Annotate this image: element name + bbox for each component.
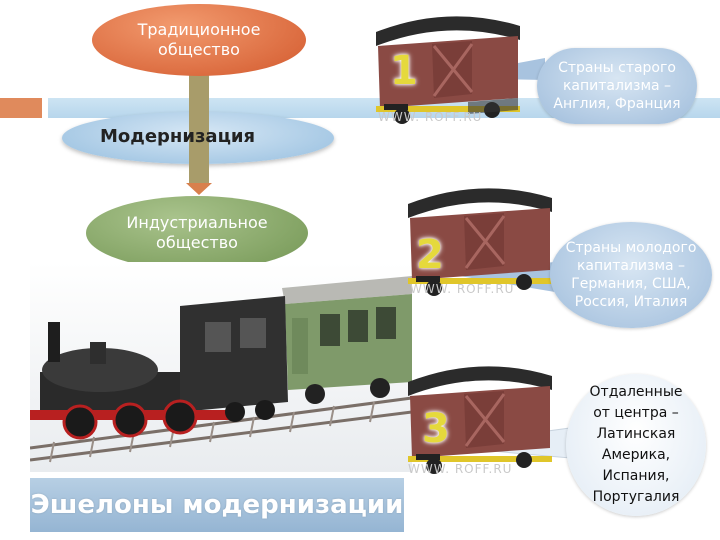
wagon-3: 3 WWW. ROFF.RU (404, 356, 556, 476)
wagon-3-watermark: WWW. ROFF.RU (408, 462, 513, 476)
steam-locomotive (30, 296, 288, 440)
modernization-label: Модернизация (100, 126, 256, 147)
callout-old-capitalism: Страны старого капитализма – Англия, Фра… (537, 48, 697, 124)
wagon-1-watermark: WWW. ROFF.RU (378, 110, 483, 124)
wagon-3-number: 3 (422, 406, 450, 452)
arrow-down-icon (186, 183, 212, 195)
wagon-2-icon (408, 188, 552, 296)
callout-periphery-text: Отдаленные от центра – Латинская Америка… (589, 384, 683, 505)
wagon-1-number: 1 (390, 48, 418, 94)
callout-periphery: Отдаленные от центра – Латинская Америка… (566, 374, 706, 516)
callout-young-capitalism: Страны молодого капитализма – Германия, … (550, 222, 712, 328)
echelons-title: Эшелоны модернизации (30, 478, 404, 532)
callout-old-capitalism-text: Страны старого капитализма – Англия, Фра… (553, 60, 681, 112)
accent-bar-orange (0, 98, 42, 118)
callout-young-capitalism-text: Страны молодого капитализма – Германия, … (565, 240, 697, 310)
traditional-society-label: Традиционное общество (137, 20, 261, 59)
wagon-2-watermark: WWW. ROFF.RU (410, 282, 515, 296)
train-illustration (30, 262, 412, 472)
arrow-shaft (189, 74, 209, 186)
industrial-society-ellipse: Индустриальное общество (86, 196, 308, 270)
wagon-2: 2 WWW. ROFF.RU (404, 178, 556, 296)
wagon-1: 1 WWW. ROFF.RU (372, 6, 524, 124)
wagon-3-icon (408, 366, 552, 474)
traditional-society-ellipse: Традиционное общество (92, 4, 306, 76)
wagon-2-number: 2 (416, 232, 444, 278)
industrial-society-label: Индустриальное общество (126, 213, 268, 252)
wagon-1-icon (376, 16, 520, 124)
green-carriage (282, 276, 412, 404)
